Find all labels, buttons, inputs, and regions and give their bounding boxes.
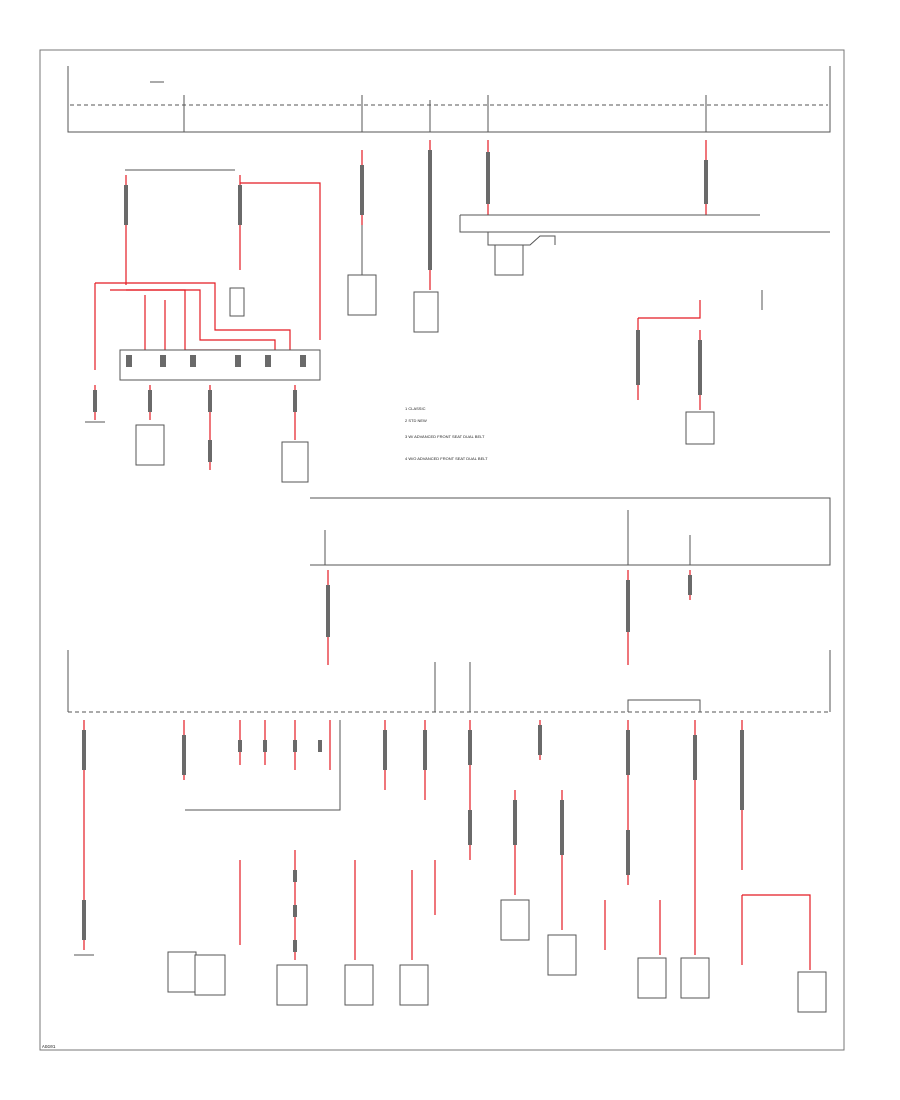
middle-frame: [310, 497, 831, 566]
svg-text:1 CLASSIC: 1 CLASSIC: [405, 406, 426, 411]
svg-text:2 STD NEW: 2 STD NEW: [405, 418, 427, 423]
upper-component-boxes: [347, 225, 439, 333]
outer-frame: [39, 49, 845, 1051]
lower-fuse-block: [67, 650, 831, 713]
mid-drops: [326, 570, 692, 665]
svg-text:4 W/O ADVANCED FRONT SEAT DUA: 4 W/O ADVANCED FRONT SEAT DUAL BELT: [405, 456, 488, 461]
top-fuse-block: [67, 66, 831, 133]
svg-text:3 W/ ADVANCED FRONT SEAT DUAL: 3 W/ ADVANCED FRONT SEAT DUAL BELT: [405, 434, 485, 439]
footer-stamp: AGG01: [42, 1044, 56, 1050]
top-drop-wires: [360, 140, 708, 290]
pin-legend: 1 CLASSIC 2 STD NEW 3 W/ ADVANCED FRONT …: [405, 406, 488, 461]
upper-left-drops: [85, 385, 309, 483]
right-upper-relays: [459, 214, 830, 445]
left-upper-harness: [94, 169, 321, 381]
lower-drops: [74, 699, 827, 1013]
